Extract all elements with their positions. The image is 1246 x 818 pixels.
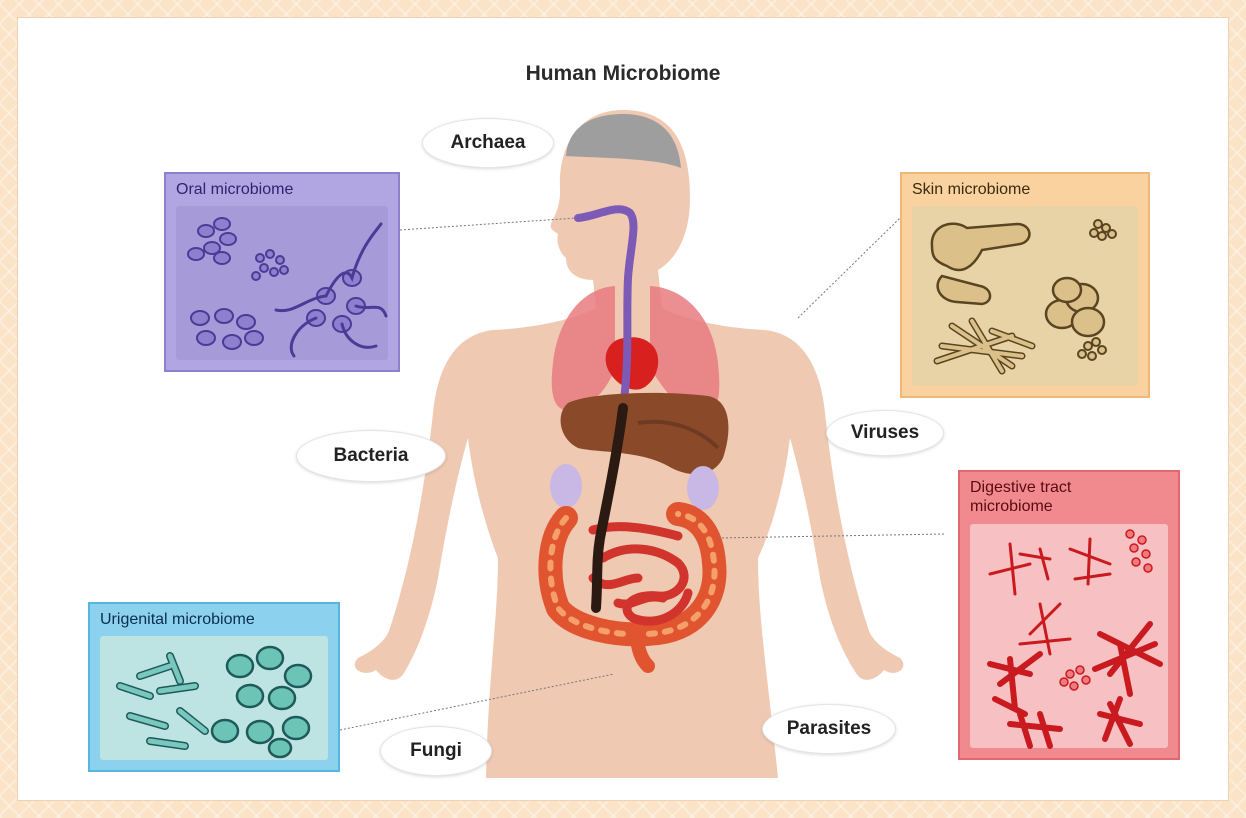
skin-microbes-icon — [912, 206, 1140, 388]
diagram-frame: Human Microbiome Archaea Bacteria Viruse… — [18, 18, 1228, 800]
oral-microbes-icon — [176, 206, 390, 362]
label-parasites: Parasites — [762, 704, 896, 754]
label-archaea: Archaea — [422, 118, 554, 168]
digestive-microbiome-box: Digestive tract microbiome — [958, 470, 1180, 760]
label-bacteria: Bacteria — [296, 430, 446, 482]
digestive-microbes-icon — [970, 524, 1170, 750]
urigenital-microbiome-label: Urigenital microbiome — [100, 610, 255, 629]
oral-microbes-panel — [176, 206, 388, 360]
label-viruses: Viruses — [826, 410, 944, 456]
skin-microbiome-box: Skin microbiome — [900, 172, 1150, 398]
digestive-microbes-panel — [970, 524, 1168, 748]
urigenital-microbiome-box: Urigenital microbiome — [88, 602, 340, 772]
diagram-title: Human Microbiome — [18, 62, 1228, 86]
label-fungi: Fungi — [380, 726, 492, 776]
oral-microbiome-label: Oral microbiome — [176, 180, 293, 199]
skin-microbiome-label: Skin microbiome — [912, 180, 1030, 199]
urigenital-microbes-icon — [100, 636, 330, 762]
skin-microbes-panel — [912, 206, 1138, 386]
oral-microbiome-box: Oral microbiome — [164, 172, 400, 372]
urigenital-microbes-panel — [100, 636, 328, 760]
digestive-microbiome-label: Digestive tract microbiome — [970, 478, 1140, 516]
